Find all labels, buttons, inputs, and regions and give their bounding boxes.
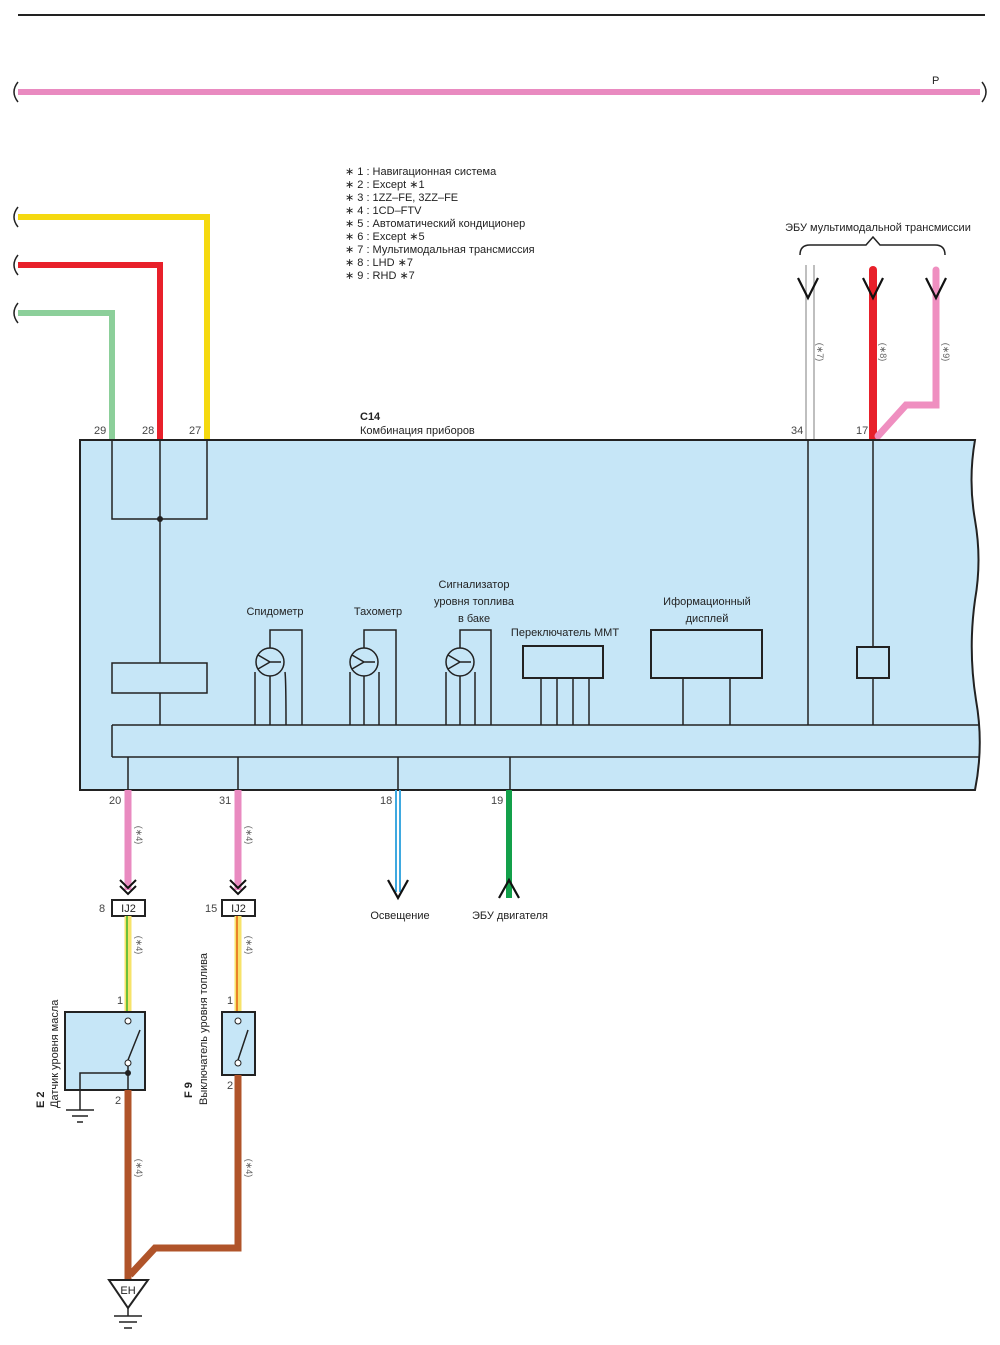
mmt-ecu-label: ЭБУ мультимодальной трансмиссии <box>785 222 971 234</box>
info-display-box <box>650 629 763 679</box>
ground-icon <box>114 1308 142 1329</box>
red-wire <box>18 262 163 440</box>
switch-icon <box>237 1029 249 1061</box>
engine-ecu-label: ЭБУ двигателя <box>472 910 548 922</box>
arrow-down-icon <box>387 879 409 901</box>
brace <box>799 235 946 256</box>
pin-34: 34 <box>791 425 803 437</box>
f9-code: F 9 <box>183 1082 195 1098</box>
pin-18: 18 <box>380 795 392 807</box>
legend-item: ∗ 3 : 1ZZ–FE, 3ZZ–FE <box>345 192 458 204</box>
chevron-icon <box>229 879 247 896</box>
fuel-gauge-label: уровня топлива <box>434 596 515 608</box>
input-wires <box>13 206 210 440</box>
note-4: (∗4) <box>244 826 254 845</box>
legend-item: ∗ 6 : Except ∗5 <box>345 231 425 243</box>
engine-ecu-wire: ЭБУ двигателя <box>472 790 548 922</box>
pin-2: 2 <box>227 1080 233 1092</box>
legend-item: ∗ 4 : 1CD–FTV <box>345 205 422 217</box>
mmt-switch-label: Переключатель MMT <box>511 627 619 639</box>
switch-icon <box>79 1029 141 1110</box>
tachometer-gauge-icon <box>349 629 397 725</box>
e2-code: E 2 <box>35 1091 47 1108</box>
info-display-label: дисплей <box>686 613 729 625</box>
fuel-gauge-label: в баке <box>458 613 490 625</box>
cluster-name: Комбинация приборов <box>360 425 475 437</box>
note-4: (∗4) <box>134 1159 144 1178</box>
note-4: (∗4) <box>244 1159 254 1178</box>
bus-label: P <box>932 75 939 87</box>
note-9: (∗9) <box>941 343 951 362</box>
legend-item: ∗ 8 : LHD ∗7 <box>345 257 413 269</box>
ground-triangle-icon <box>107 1279 150 1310</box>
pin-2: 2 <box>115 1095 121 1107</box>
legend-item: ∗ 9 : RHD ∗7 <box>345 270 415 282</box>
internal-bus <box>111 724 980 758</box>
instrument-cluster-panel: Спидометр Тахометр Сигнализатор уровня т… <box>79 439 981 791</box>
fuel-level-circuit: (∗4) IJ2 15 (∗4) 1 2 F 9 Выключатель уро… <box>127 790 256 1278</box>
connector-pin: 15 <box>205 903 217 915</box>
legend-item: ∗ 2 : Except ∗1 <box>345 179 425 191</box>
green-wire <box>18 310 115 440</box>
note-4: (∗4) <box>244 936 254 955</box>
speedometer-label: Спидометр <box>246 606 303 618</box>
lighting-wire: Освещение <box>370 790 430 922</box>
pin-31: 31 <box>219 795 231 807</box>
connector-pin: 8 <box>99 903 105 915</box>
pin-20: 20 <box>109 795 121 807</box>
mmt-ecu-wires: ЭБУ мультимодальной трансмиссии (∗7) (∗8… <box>785 222 971 444</box>
e2-name: Датчик уровня масла <box>49 999 61 1108</box>
pin-29: 29 <box>94 425 106 437</box>
pin-28: 28 <box>142 425 154 437</box>
connector-arrow-icons <box>797 277 947 301</box>
f9-name: Выключатель уровня топлива <box>198 952 210 1105</box>
speedometer-gauge-icon <box>254 629 303 726</box>
power-bus-p: P <box>13 75 987 103</box>
chevron-icon <box>119 879 137 896</box>
legend-item: ∗ 1 : Навигационная система <box>345 166 497 178</box>
note-8: (∗8) <box>878 343 888 362</box>
arrow-up-icon <box>498 877 520 899</box>
ground-icon <box>66 1109 94 1123</box>
pin-27: 27 <box>189 425 201 437</box>
note-4: (∗4) <box>134 826 144 845</box>
mmt-module-box <box>856 646 890 679</box>
pin-17: 17 <box>856 425 868 437</box>
connector-name: IJ2 <box>231 903 246 915</box>
note-7: (∗7) <box>815 343 825 362</box>
info-display-label: Иформационный <box>663 596 751 608</box>
fuel-gauge-label: Сигнализатор <box>439 579 510 591</box>
cluster-code: C14 <box>360 411 381 423</box>
oil-sensor-box <box>64 1011 146 1091</box>
mmt-switch-box <box>522 645 604 679</box>
fuel-gauge-icon <box>445 629 492 725</box>
legend-item: ∗ 7 : Мультимодальная трансмиссия <box>345 244 535 256</box>
ground-eh: EH <box>107 1279 150 1329</box>
note-4: (∗4) <box>134 936 144 955</box>
pin-1: 1 <box>227 995 233 1007</box>
tachometer-label: Тахометр <box>354 606 402 618</box>
pin-19: 19 <box>491 795 503 807</box>
pin-1: 1 <box>117 995 123 1007</box>
legend-item: ∗ 5 : Автоматический кондиционер <box>345 218 525 230</box>
yellow-wire <box>18 214 210 440</box>
legend: ∗ 1 : Навигационная система ∗ 2 : Except… <box>345 166 535 282</box>
ground-label: EH <box>120 1285 135 1297</box>
oil-level-circuit: (∗4) IJ2 8 (∗4) 1 2 E 2 Датчик уровня ма… <box>35 790 146 1282</box>
lighting-label: Освещение <box>370 910 429 922</box>
connector-name: IJ2 <box>121 903 136 915</box>
